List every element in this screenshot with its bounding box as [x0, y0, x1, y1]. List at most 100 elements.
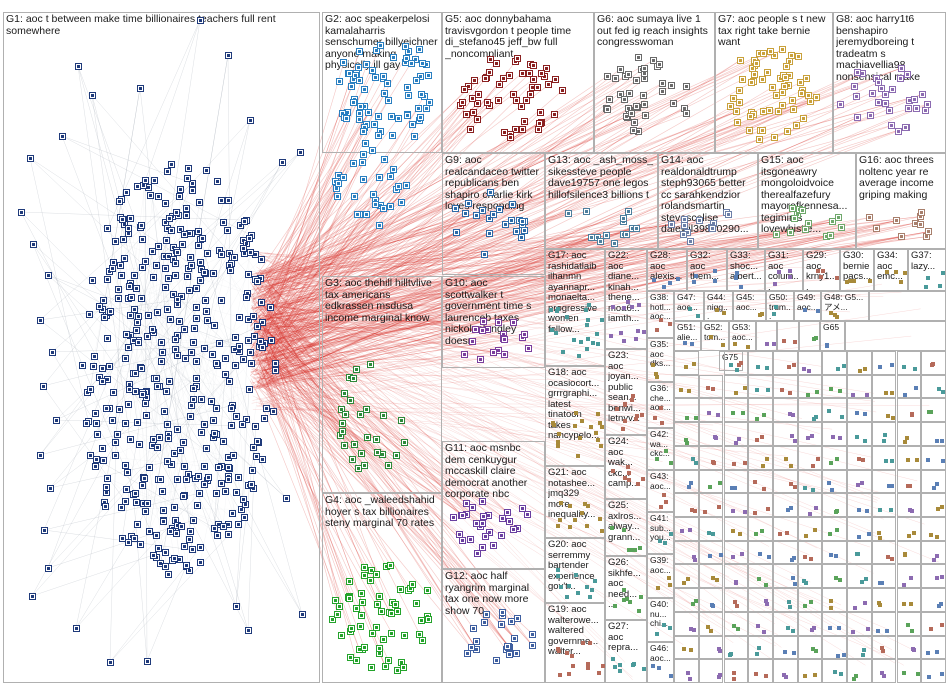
- minor-group-node: [842, 363, 846, 368]
- g2-node: [414, 104, 422, 112]
- edge-red: [258, 209, 500, 340]
- minor-group-node: [655, 586, 660, 591]
- minor-group-node: [689, 507, 694, 512]
- minor-group-node: [568, 524, 573, 529]
- edge-red: [258, 200, 376, 368]
- g7-node: [759, 127, 767, 134]
- minor-group-node: [788, 390, 793, 395]
- edge-red: [263, 87, 773, 389]
- g6-node: [621, 95, 629, 103]
- edge-gray: [216, 433, 287, 499]
- g1-node: [127, 215, 134, 223]
- edge-red: [255, 196, 338, 354]
- edge-red: [255, 368, 378, 575]
- minor-group-node: [584, 308, 588, 313]
- g7-node: [747, 113, 755, 121]
- g8-node: [874, 78, 882, 86]
- g1-node: [259, 456, 267, 464]
- edge-red: [267, 60, 654, 274]
- edge-red: [256, 98, 473, 384]
- edge-red: [250, 93, 886, 373]
- g1-node: [133, 521, 141, 529]
- minor-group-node: [890, 459, 895, 463]
- g4-node: [423, 587, 431, 595]
- minor-group-node: [762, 630, 767, 635]
- g1-node: [118, 215, 126, 223]
- g1-node: [131, 489, 139, 497]
- minor-group-node: [927, 674, 931, 679]
- minor-group-node: [940, 575, 945, 580]
- minor-group-node: [575, 590, 580, 595]
- g13-node: [625, 207, 633, 215]
- minor-group-node: [878, 535, 882, 540]
- g1-node: [121, 462, 129, 470]
- g1-node: [139, 236, 146, 244]
- g5-node: [534, 84, 542, 92]
- edge-red: [261, 329, 476, 372]
- edge-gray: [47, 359, 244, 569]
- minor-group-node: [865, 509, 870, 514]
- edge-red: [265, 281, 509, 513]
- edge-red: [267, 154, 364, 365]
- edge-red: [267, 196, 356, 369]
- g1-node: [164, 305, 172, 313]
- g1-node: [99, 378, 106, 385]
- g1-node: [106, 308, 114, 316]
- minor-group-node: [808, 511, 813, 516]
- minor-group-node: [600, 318, 605, 323]
- minor-group-node: [666, 575, 671, 580]
- g9-node: [480, 250, 488, 258]
- edge-red: [252, 111, 370, 303]
- edge-gray: [202, 151, 301, 239]
- edge-gray: [47, 274, 240, 347]
- edge-red: [267, 290, 341, 436]
- minor-group-node: [687, 484, 692, 489]
- minor-group-node: [903, 439, 908, 444]
- g1-node: [99, 297, 107, 305]
- minor-group-node: [828, 461, 833, 466]
- edge-red: [261, 347, 390, 613]
- edge-red: [259, 281, 508, 647]
- minor-group-node: [551, 421, 555, 425]
- edge-gray: [61, 135, 252, 236]
- g1-node: [225, 197, 233, 205]
- edge-red: [265, 127, 907, 380]
- g7-node: [727, 103, 735, 111]
- g4-node: [373, 570, 381, 578]
- minor-group-node: [557, 431, 561, 436]
- g1-node: [180, 492, 188, 500]
- minor-group-node: [810, 487, 815, 492]
- minor-group-node: [753, 671, 758, 676]
- g1-node: [153, 382, 161, 390]
- minor-group-node: [848, 278, 853, 283]
- g1-node: [272, 367, 280, 375]
- minor-group-node: [662, 284, 667, 289]
- edge-gray: [20, 211, 217, 409]
- g2-node: [394, 114, 402, 122]
- minor-group-node: [703, 510, 708, 515]
- g1-node: [233, 412, 241, 420]
- g1-node: [104, 474, 112, 482]
- g1-node: [256, 338, 264, 345]
- g1-node: [197, 395, 205, 403]
- g1-node: [151, 176, 158, 184]
- minor-group-node: [764, 341, 769, 346]
- minor-group-node: [790, 557, 795, 562]
- edge-red: [250, 211, 629, 357]
- minor-group-node: [678, 387, 683, 392]
- edge-red: [258, 127, 906, 364]
- edge-red: [258, 83, 388, 287]
- edge-gray: [42, 208, 188, 387]
- g1-node: [93, 430, 101, 438]
- minor-group-node: [910, 628, 915, 633]
- minor-group-node: [622, 339, 627, 344]
- edge-gray: [156, 161, 283, 379]
- g1-node: [200, 421, 208, 429]
- g1-node: [261, 414, 269, 422]
- edge-gray: [134, 309, 237, 607]
- g1-node: [167, 226, 175, 234]
- minor-group-node: [785, 530, 790, 535]
- g1-node: [143, 411, 151, 419]
- g6-node: [605, 96, 613, 104]
- edge-red: [256, 162, 363, 335]
